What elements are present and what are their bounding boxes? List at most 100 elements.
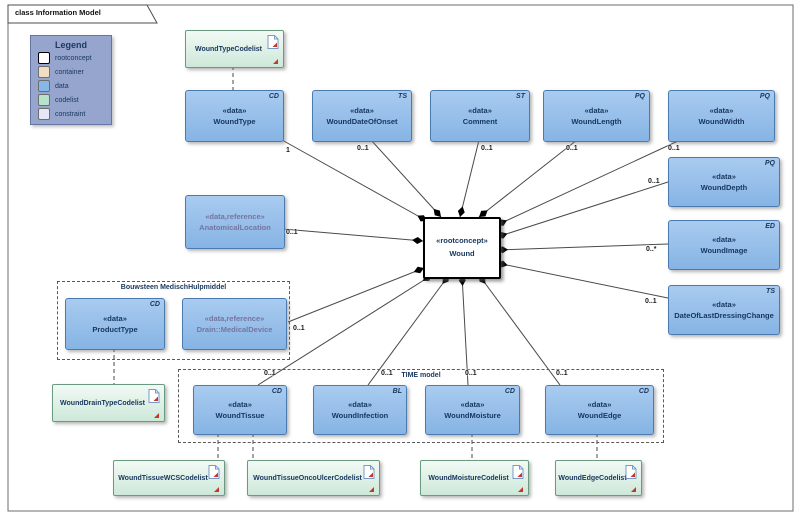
node-name: DateOfLastDressingChange (674, 311, 774, 320)
container-bouwsteen-medischhulpmiddel: Bouwsteen MedischHulpmiddel (57, 281, 290, 360)
composition-line (461, 274, 469, 386)
red-arrow-icon (273, 59, 278, 64)
constraint-swatch-icon (38, 108, 50, 120)
node-wounddepth: PQ «data» WoundDepth (668, 157, 780, 207)
stereotype: «data» (460, 399, 485, 409)
composition-diamond-icon (457, 206, 465, 217)
codelist-woundedgecodelist: WoundEdgeCodelist (555, 460, 642, 496)
node-name: WoundEdge (577, 411, 622, 420)
legend: Legend rootconcept container data codeli… (30, 35, 112, 125)
multiplicity-label: 0..1 (357, 145, 369, 152)
node-woundtype: CD «data» WoundType (185, 90, 284, 142)
composition-line (496, 243, 669, 251)
node-woundmoisture: CD «data» WoundMoisture (425, 385, 520, 435)
stereotype: «data» (222, 105, 247, 115)
codelist-woundtissuewcscodelist: WoundTissueWCSCodelist (113, 460, 225, 496)
codelist-name: WoundTissueOncoUlcerCodelist (253, 474, 362, 482)
multiplicity-label: 0..* (646, 246, 657, 253)
legend-label: constraint (55, 110, 86, 118)
red-arrow-icon (631, 487, 636, 492)
container-label: TIME model (401, 372, 441, 379)
node-name: WoundInfection (331, 411, 389, 420)
container-time-model: TIME model (178, 369, 664, 443)
stereotype: «data» (350, 105, 374, 115)
multiplicity-label: 0..1 (481, 145, 493, 152)
multiplicity-label: 0..1 (668, 145, 680, 152)
legend-item-data: data (38, 80, 111, 92)
datatype-code: ST (516, 93, 525, 100)
datatype-code: PQ (759, 93, 770, 100)
multiplicity-label: 0..1 (556, 370, 568, 377)
diagram-frame (7, 4, 794, 512)
red-arrow-icon (154, 413, 159, 418)
node-name: WoundLength (571, 117, 622, 126)
document-icon (625, 465, 637, 479)
composition-line (281, 139, 428, 222)
composition-line (367, 274, 450, 386)
composition-line (282, 228, 424, 242)
composition-diamond-icon (433, 208, 441, 217)
frame-title-tab (7, 4, 158, 24)
rootconcept-swatch-icon (38, 52, 50, 64)
datatype-code: CD (268, 93, 279, 100)
datatype-code: BL (392, 388, 402, 395)
multiplicity-label: 0..1 (293, 325, 305, 332)
node-name: WoundDateOfOnset (326, 117, 398, 126)
node-name: Wound (449, 249, 475, 258)
multiplicity-label: 0..1 (648, 178, 660, 185)
red-arrow-icon (369, 487, 374, 492)
stereotype: «data» (712, 234, 736, 244)
node-comment: ST «data» Comment (430, 90, 530, 142)
composition-diamond-icon (412, 237, 423, 245)
multiplicity-label: 0..1 (381, 370, 393, 377)
stereotype: «data» (712, 171, 736, 181)
legend-item-container: container (38, 66, 111, 78)
legend-label: data (55, 82, 69, 90)
multiplicity-label: 1 (286, 147, 290, 154)
composition-line (478, 139, 578, 218)
node-wounddateofonset: TS «data» WoundDateOfOnset (312, 90, 412, 142)
composition-line (459, 139, 480, 218)
datatype-code: PQ (634, 93, 645, 100)
node-name: AnatomicalLocation (199, 223, 271, 232)
datatype-code: TS (398, 93, 407, 100)
stereotype: «data» (348, 399, 372, 409)
multiplicity-label: 0..1 (286, 229, 298, 236)
document-icon (208, 465, 220, 479)
document-icon (267, 35, 279, 49)
node-name: WoundImage (700, 246, 748, 255)
node-name: WoundType (213, 117, 256, 126)
composition-line (370, 139, 442, 218)
stereotype: «data,reference» (205, 211, 265, 221)
multiplicity-label: 0..1 (645, 298, 657, 305)
legend-label: container (55, 68, 84, 76)
stereotype: «data» (587, 399, 612, 409)
node-dateoflastdressingchange: TS «data» DateOfLastDressingChange (668, 285, 780, 335)
red-arrow-icon (518, 487, 523, 492)
codelist-name: WoundMoistureCodelist (428, 474, 509, 482)
node-name: Comment (462, 117, 498, 126)
node-name: WoundTissue (215, 411, 265, 420)
composition-line (496, 140, 679, 226)
datatype-code: CD (638, 388, 649, 395)
node-woundedge: CD «data» WoundEdge (545, 385, 654, 435)
composition-line (257, 274, 433, 386)
multiplicity-label: 0..1 (566, 145, 578, 152)
multiplicity-label: 0..1 (465, 370, 477, 377)
document-icon (512, 465, 524, 479)
diagram-title: class Information Model (15, 8, 101, 17)
codelist-name: WoundTypeCodelist (194, 45, 263, 53)
node-wound: «rootconcept» Wound (423, 217, 501, 279)
composition-line (287, 267, 425, 323)
legend-label: rootconcept (55, 54, 92, 62)
codelist-woundtissueoncoulcercodelist: WoundTissueOncoUlcerCodelist (247, 460, 380, 496)
legend-item-rootconcept: rootconcept (38, 52, 111, 64)
document-icon (148, 389, 160, 403)
codelist-swatch-icon (38, 94, 50, 106)
stereotype: «data» (584, 105, 609, 115)
legend-item-constraint: constraint (38, 108, 111, 120)
node-drain-medicaldevice: «data,reference» Drain::MedicalDevice (182, 298, 287, 350)
codelist-woundmoisturecodelist: WoundMoistureCodelist (420, 460, 529, 496)
stereotype: «data,reference» (204, 313, 265, 323)
